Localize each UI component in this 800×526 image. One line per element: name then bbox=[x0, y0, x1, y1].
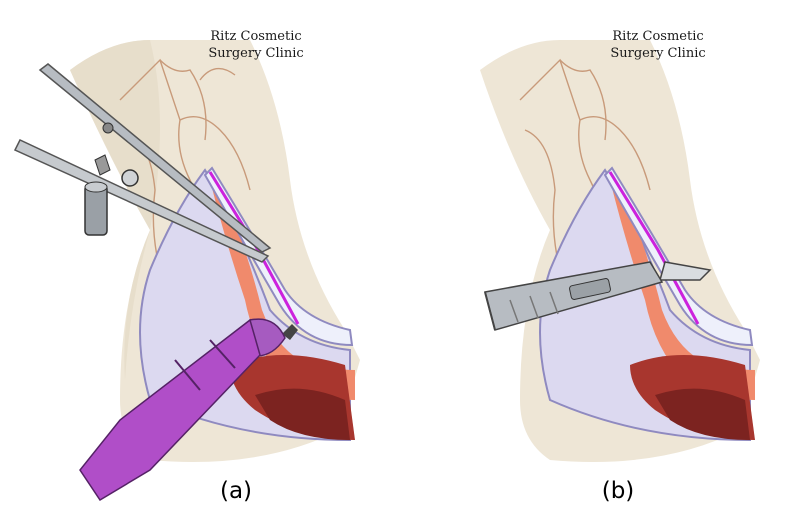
forceps bbox=[13, 63, 272, 263]
incision-marking bbox=[608, 171, 700, 325]
panel-b: Ritz Cosmetic Surgery Clinic (b) bbox=[400, 0, 800, 526]
panel-label-a: (a) bbox=[219, 478, 253, 504]
cavity-shadow bbox=[655, 388, 750, 440]
marker-pen bbox=[79, 318, 298, 502]
skin-shadow bbox=[70, 40, 160, 380]
incision-marking bbox=[208, 171, 300, 325]
panel-a: Ritz Cosmetic Surgery Clinic (a) bbox=[13, 29, 360, 504]
panel-a-illustration bbox=[13, 40, 360, 502]
panel-label-b: (b) bbox=[601, 478, 635, 504]
panel-b-illustration bbox=[480, 40, 760, 462]
clinic-watermark: Ritz Cosmetic Surgery Clinic bbox=[208, 29, 304, 61]
cavity-shadow bbox=[255, 388, 350, 440]
clinic-watermark: Ritz Cosmetic Surgery Clinic bbox=[610, 29, 706, 61]
scalpel bbox=[484, 261, 712, 331]
